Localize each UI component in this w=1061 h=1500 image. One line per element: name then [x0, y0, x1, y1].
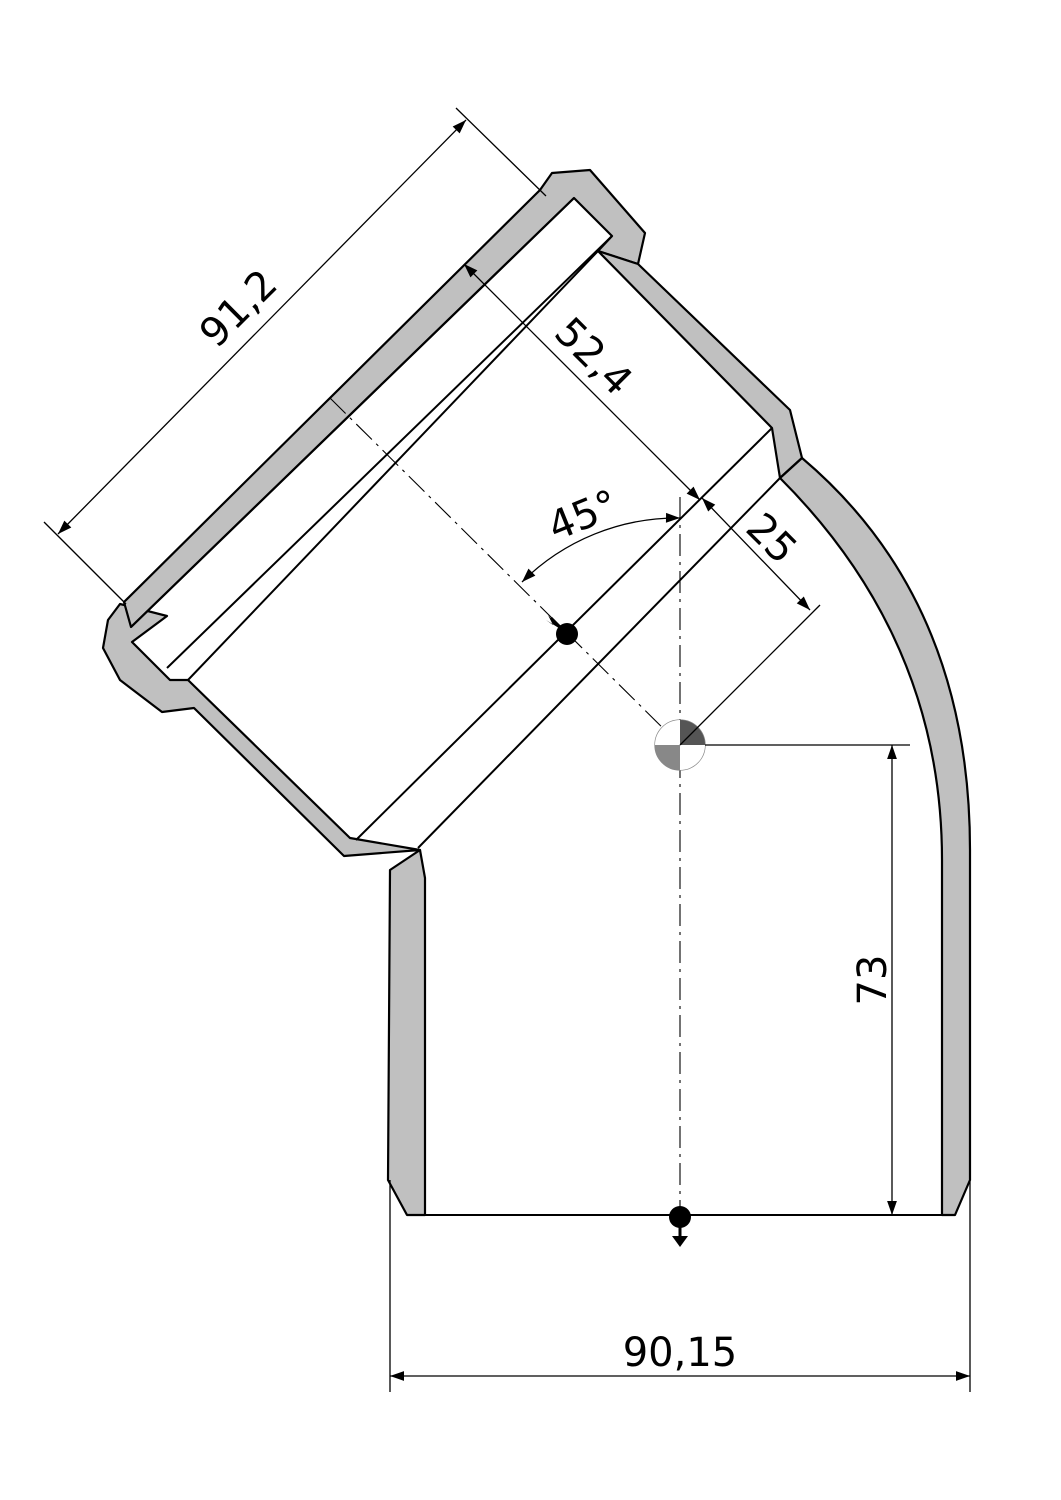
- pipe-wall-left: [386, 848, 427, 1217]
- pipe-wall-bend: [778, 456, 972, 1217]
- inlet-flow-marker: [546, 615, 578, 645]
- outlet-flow-marker: [669, 1206, 691, 1247]
- dimension-90-15: [389, 1180, 971, 1392]
- dimension-52-4: [463, 263, 701, 501]
- angle-label-45: 45°: [542, 481, 625, 550]
- socket-wall-lower: [101, 602, 422, 858]
- dimension-label-91-2: 91,2: [191, 261, 287, 357]
- dimension-label-73: 73: [850, 955, 896, 1006]
- dimension-label-90-15: 90,15: [623, 1330, 738, 1376]
- dimension-label-25: 25: [737, 505, 806, 574]
- socket-inner-line-1: [130, 197, 575, 628]
- dimension-91-2: [43, 107, 547, 605]
- dimension-73: [705, 744, 910, 1215]
- dimension-25: [679, 497, 821, 746]
- dimension-label-52-4: 52,4: [545, 309, 641, 405]
- angle-dimension-45: [521, 512, 681, 583]
